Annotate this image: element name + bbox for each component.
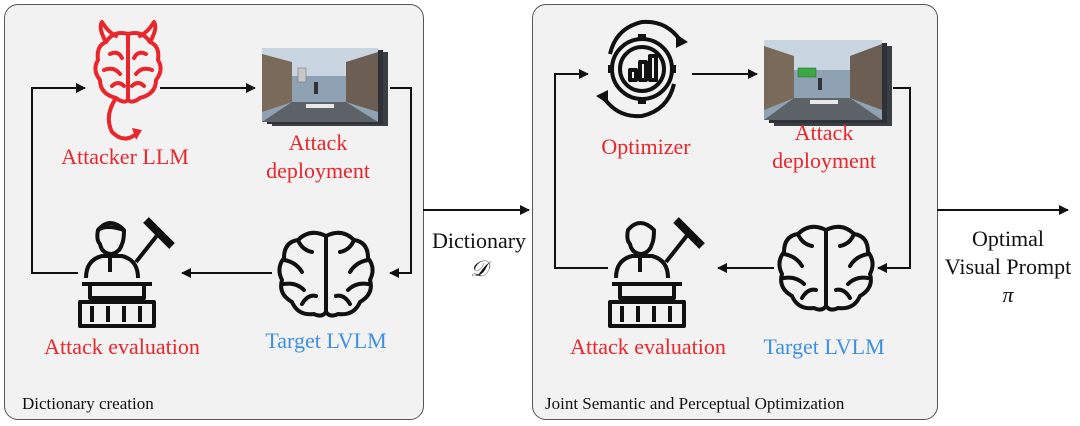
target-lvlm-label: Target LVLM: [763, 334, 885, 359]
optimizer-gear-icon: [596, 19, 688, 119]
dictionary-symbol: 𝒟: [470, 256, 488, 281]
arrow-eval-to-optimizer: [554, 69, 608, 269]
deployment-label-line1: Attack: [288, 130, 348, 155]
street-scene-thumbnail: [262, 48, 388, 126]
devil-brain-icon: [93, 20, 163, 141]
arrow-deploy-to-target-r: [877, 87, 911, 273]
judge-icon: [78, 217, 175, 328]
deployment-label-line1: Attack: [794, 120, 854, 145]
arrow-eval-to-attacker: [31, 83, 86, 274]
attack-evaluation-label: Attack evaluation: [570, 334, 726, 359]
output-label-line2: Visual Prompt: [944, 254, 1072, 279]
attack-evaluation-label: Attack evaluation: [44, 334, 200, 359]
optimizer-label: Optimizer: [601, 134, 691, 159]
brain-icon: [777, 224, 875, 312]
output-symbol: π: [1002, 282, 1014, 307]
street-scene-thumbnail-optimized: [764, 40, 892, 126]
panel-caption-joint-optimization: Joint Semantic and Perceptual Optimizati…: [545, 394, 845, 413]
target-lvlm-label: Target LVLM: [265, 328, 387, 353]
panel-caption-dictionary-creation: Dictionary creation: [22, 394, 154, 413]
deployment-label-line2: deployment: [772, 148, 876, 173]
attacker-llm-label: Attacker LLM: [61, 144, 189, 169]
output-label-line1: Optimal: [971, 226, 1045, 251]
deployment-label-line2: deployment: [266, 158, 370, 183]
judge-icon: [608, 217, 705, 328]
dictionary-label: Dictionary: [431, 228, 527, 253]
arrow-deploy-to-target: [389, 87, 412, 278]
brain-icon: [277, 230, 375, 318]
